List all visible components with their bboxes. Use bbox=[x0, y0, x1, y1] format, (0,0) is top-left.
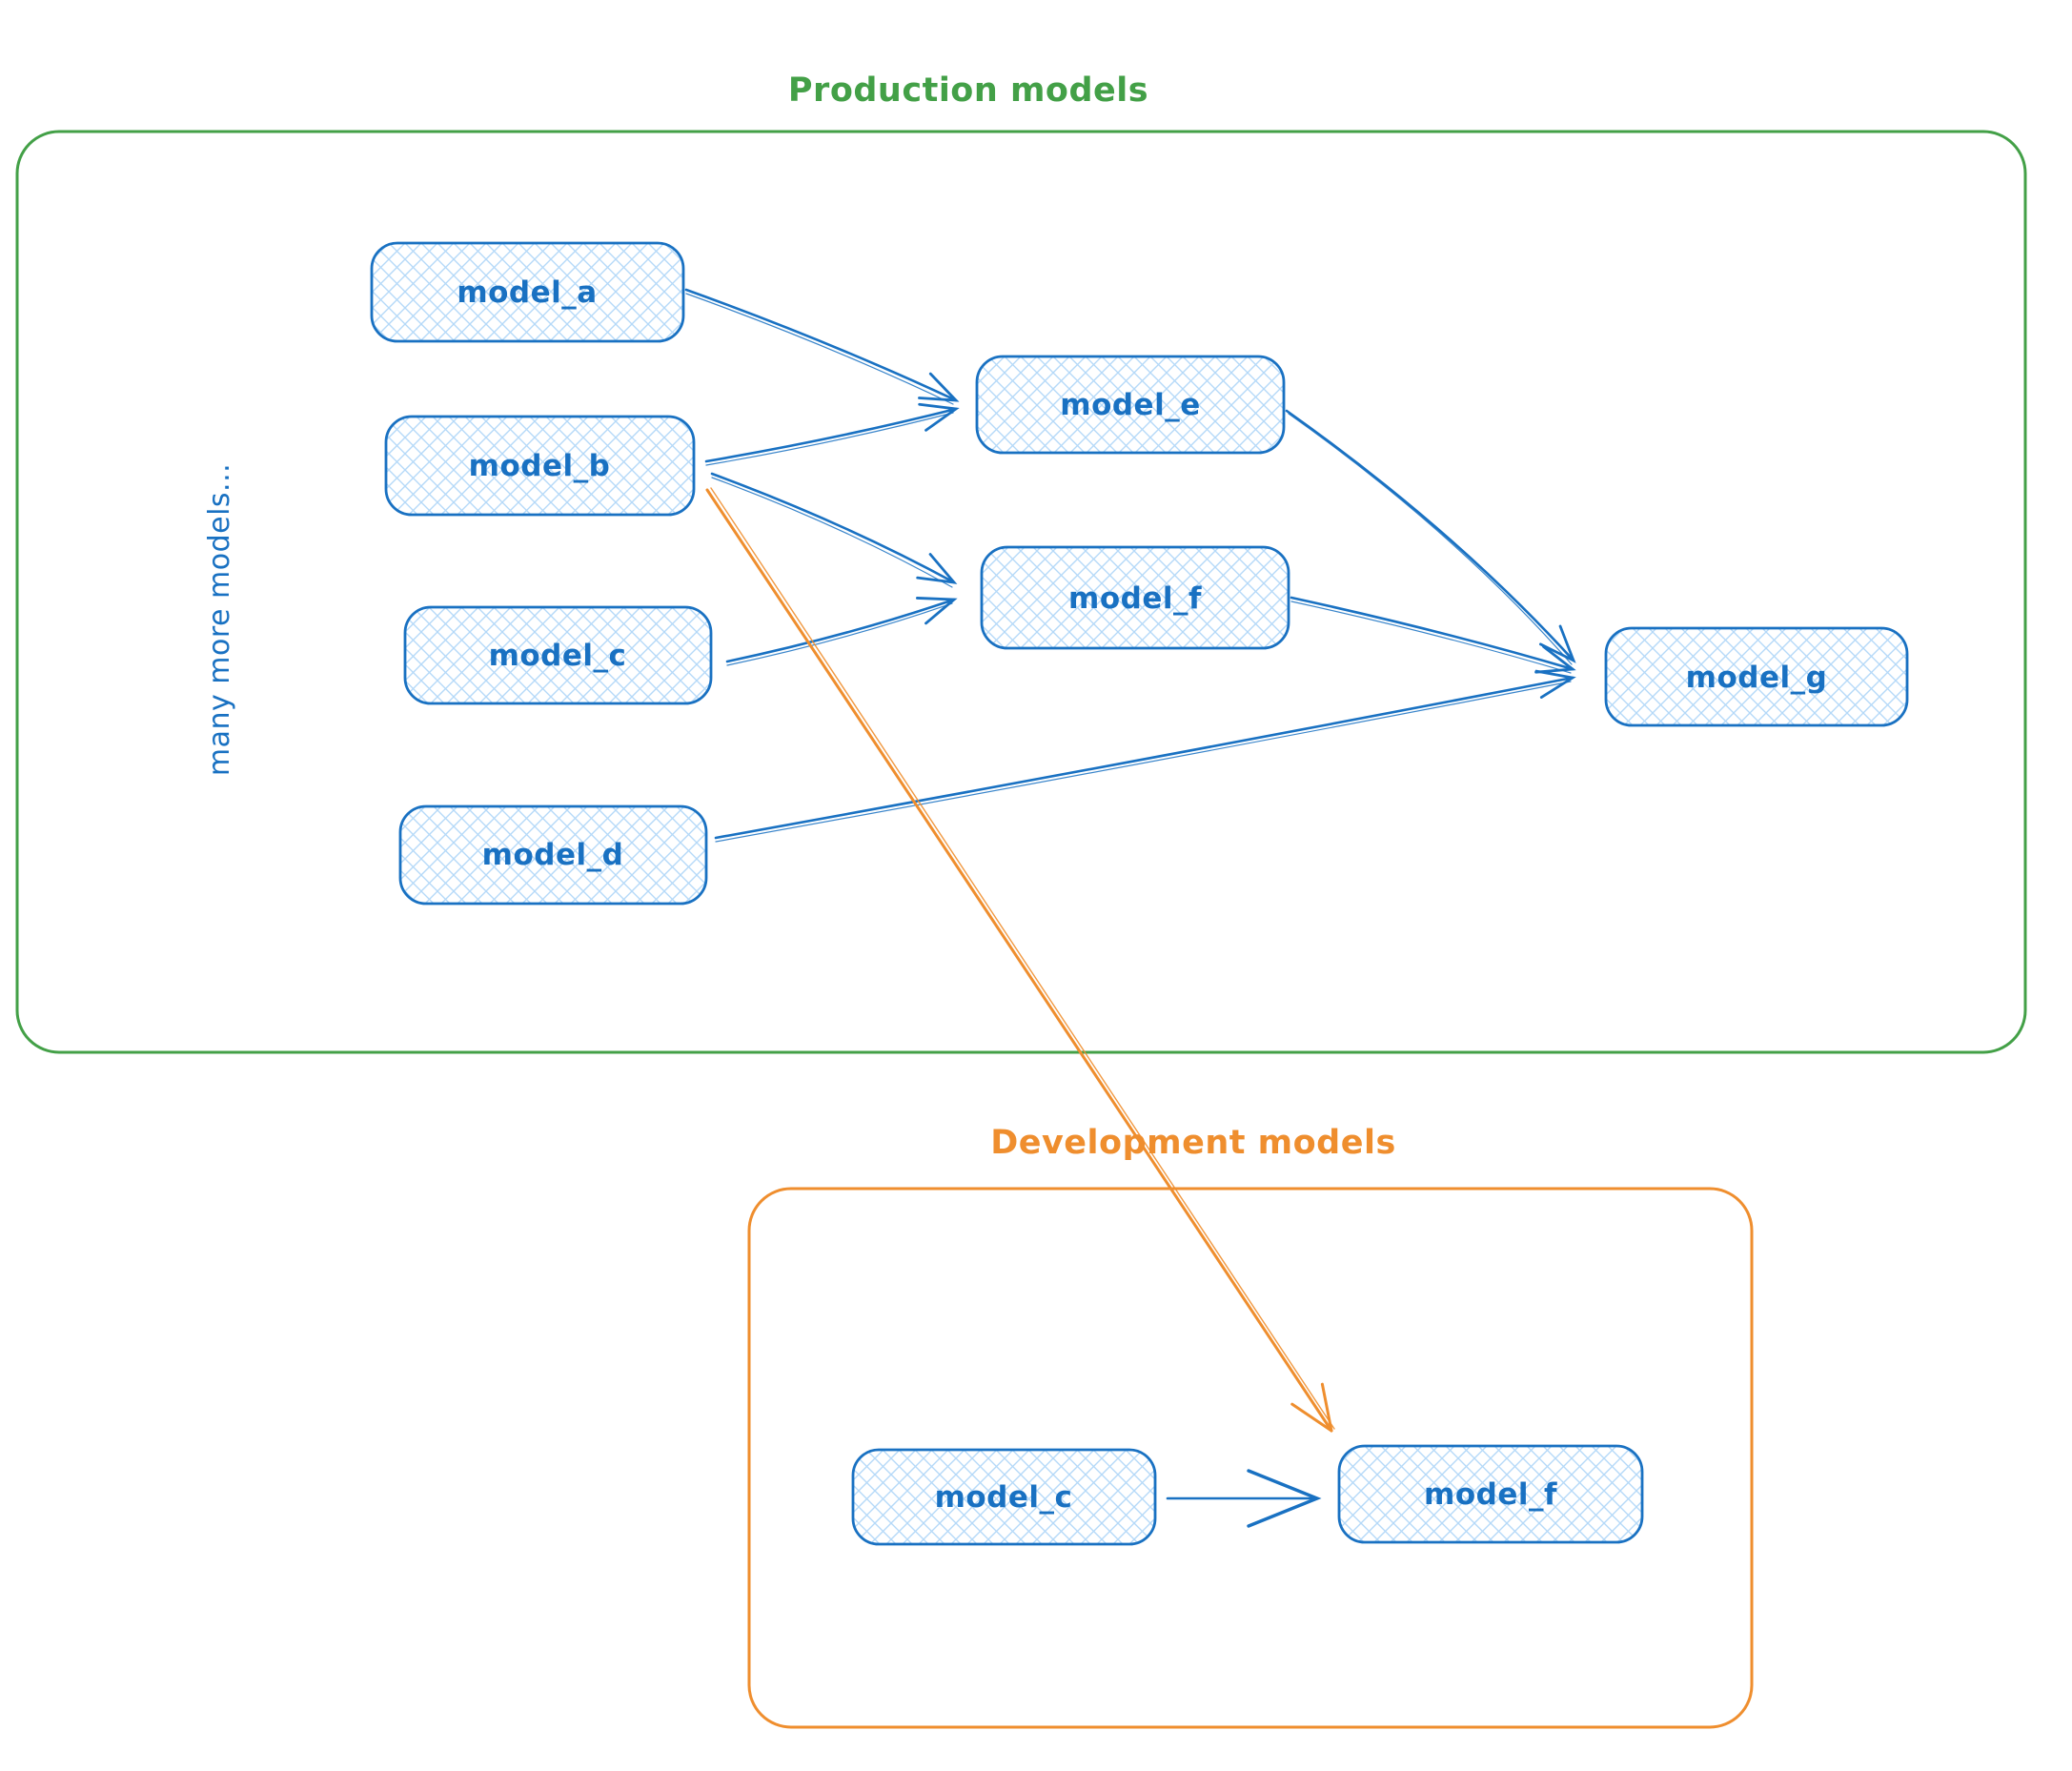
node-model-d[interactable]: model_d bbox=[398, 804, 708, 906]
node-model-e[interactable]: model_e bbox=[975, 355, 1286, 455]
development-group-box[interactable] bbox=[747, 1187, 1754, 1729]
edges-layer bbox=[684, 288, 1576, 1528]
production-group-title: Production models bbox=[788, 71, 1148, 110]
node-dev-model-f[interactable]: model_f bbox=[1337, 1444, 1644, 1544]
arrow-model-f-to-model-g[interactable] bbox=[1290, 596, 1576, 674]
arrow-model-b-to-model-e[interactable] bbox=[704, 402, 960, 463]
arrow-model-d-to-model-g-echo bbox=[715, 681, 1572, 843]
node-model-e-label: model_e bbox=[1060, 388, 1200, 422]
arrow-model-e-to-model-g[interactable] bbox=[1285, 409, 1576, 663]
node-dev-model-f-label: model_f bbox=[1424, 1477, 1557, 1512]
arrow-model-a-to-model-e-echo bbox=[685, 293, 954, 405]
node-dev-model-c[interactable]: model_c bbox=[851, 1448, 1157, 1546]
arrow-model-b-to-model-f-echo bbox=[711, 477, 953, 588]
many-more-models-note: many more models... bbox=[203, 463, 236, 776]
arrow-model-c-to-model-f[interactable] bbox=[725, 597, 958, 663]
node-model-g[interactable]: model_g bbox=[1604, 626, 1909, 727]
node-model-a[interactable]: model_a bbox=[370, 241, 685, 343]
arrow-model-d-to-model-g[interactable] bbox=[714, 669, 1576, 840]
node-model-a-label: model_a bbox=[457, 275, 597, 310]
node-model-d-label: model_d bbox=[482, 838, 624, 872]
arrow-model-e-to-model-g-echo bbox=[1288, 413, 1573, 665]
node-model-b-label: model_b bbox=[469, 449, 611, 483]
node-dev-model-c-label: model_c bbox=[935, 1480, 1073, 1515]
arrow-model-b-to-dev-model-f-echo bbox=[710, 487, 1335, 1430]
arrow-model-a-to-model-e[interactable] bbox=[684, 288, 960, 402]
node-model-f[interactable]: model_f bbox=[980, 545, 1290, 650]
node-model-c[interactable]: model_c bbox=[403, 605, 713, 705]
node-model-f-label: model_f bbox=[1068, 581, 1202, 616]
node-model-g-label: model_g bbox=[1686, 661, 1828, 695]
production-group-box[interactable] bbox=[15, 130, 2027, 1054]
arrow-model-b-to-model-f[interactable] bbox=[710, 472, 958, 584]
node-model-c-label: model_c bbox=[489, 639, 627, 673]
development-group-title: Development models bbox=[990, 1124, 1396, 1162]
arrow-model-b-to-dev-model-f[interactable] bbox=[705, 488, 1333, 1433]
node-model-b[interactable]: model_b bbox=[384, 415, 696, 517]
